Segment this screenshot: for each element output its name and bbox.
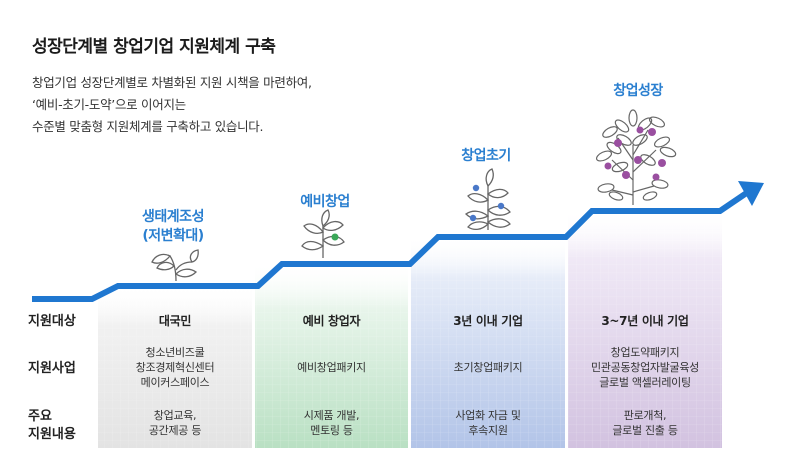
cell-line: 멘토링 등 [310,424,353,437]
cell-line: 글로벌 진출 등 [612,424,678,437]
arrow-head-icon [738,181,764,206]
cell-line: 시제품 개발, [303,409,360,422]
stage-label-line: 생태계조성 [142,209,204,225]
young-tree-icon [464,168,511,231]
page-title: 성장단계별 창업기업 지원체계 구축 [32,37,276,57]
cell-line: 창조경제혁신센터 [135,361,215,374]
cell-line: 글로벌 액셀러레이팅 [599,376,691,389]
cell-content: 창업교육, 공간제공 등 [98,408,252,438]
stage-label-growth: 창업성장 [613,83,663,99]
cell-program: 창업도약패키지 민관공동창업자발굴육성 글로벌 액셀러레이팅 [568,345,722,390]
row-header-target: 지원대상 [28,314,76,329]
cell-line: 공간제공 등 [148,424,202,437]
cell-program: 초기창업패키지 [411,360,565,375]
cell-target: 예비 창업자 [302,314,361,328]
sapling-icon [301,209,345,258]
stage-label-ecosystem: 생태계조성 (저변확대) [118,208,228,246]
cell-program: 예비창업패키지 [255,360,408,375]
row-header-line: 지원내용 [28,427,76,442]
cell-line: 판로개척, [623,409,667,422]
seedling-icon [151,249,199,282]
row-header-content: 주요 지원내용 [28,408,76,444]
cell-program: 청소년비즈쿨 창조경제혁신센터 메이커스페이스 [98,345,252,390]
description-line: ‘예비-초기-도약’으로 이어지는 [32,97,186,112]
description-line: 창업기업 성장단계별로 차별화된 지원 시책을 마련하여, [32,75,312,90]
fruit-tree-icon [595,109,677,205]
cell-line: 후속지원 [468,424,508,437]
cell-line: 예비창업패키지 [297,361,366,374]
row-header-program: 지원사업 [28,361,76,376]
cell-line: 민관공동창업자발굴육성 [590,361,700,374]
cell-line: 사업화 자금 및 [455,409,521,422]
cell-line: 메이커스페이스 [140,376,210,389]
cell-target: 3년 이내 기업 [453,314,523,328]
cell-target: 3~7년 이내 기업 [601,314,689,328]
bud-icon [331,233,339,241]
stage-label-pre-startup: 예비창업 [300,194,350,210]
cell-line: 창업도약패키지 [610,346,680,359]
row-header-line: 주요 [28,409,52,424]
cell-line: 초기창업패키지 [453,361,523,374]
stage-label-line: (저변확대) [142,228,204,244]
cell-content: 판로개척, 글로벌 진출 등 [568,408,722,438]
fruit-icons [604,126,666,181]
cell-target: 대국민 [158,314,192,328]
cell-content: 시제품 개발, 멘토링 등 [255,408,408,438]
description-line: 수준별 맞춤형 지원체계를 구축하고 있습니다. [32,119,264,134]
stage-label-early-startup: 창업초기 [461,148,511,164]
growth-step-line [32,189,750,302]
description: 창업기업 성장단계별로 차별화된 지원 시책을 마련하여, ‘예비-초기-도약’… [32,72,312,138]
cell-line: 청소년비즈쿨 [145,346,205,359]
cell-content: 사업화 자금 및 후속지원 [411,408,565,438]
cell-line: 창업교육, [153,409,197,422]
